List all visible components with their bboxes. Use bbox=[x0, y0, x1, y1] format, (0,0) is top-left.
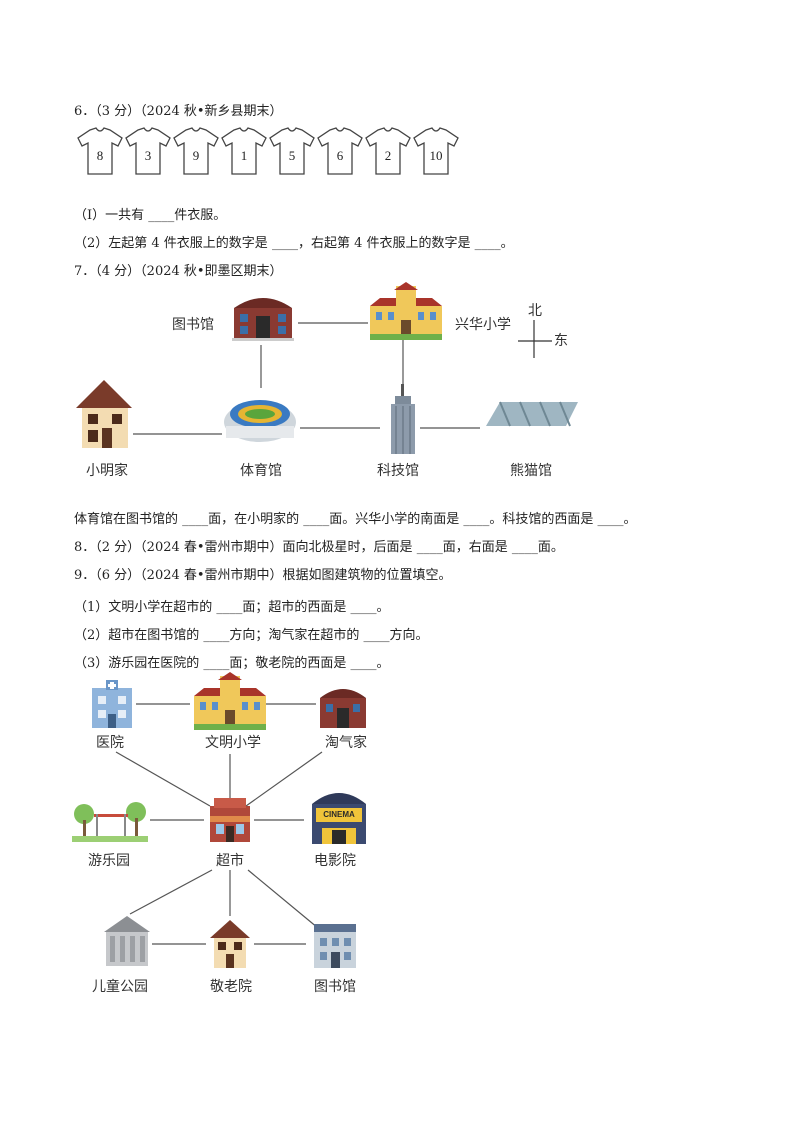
q6-line2: （2）左起第 4 件衣服上的数字是 ____，右起第 4 件衣服上的数字是 __… bbox=[74, 236, 514, 251]
shirt-icon bbox=[365, 127, 411, 175]
q6-header: 6．（3 分）（2024 秋•新乡县期末） bbox=[74, 104, 283, 119]
label-library-q9: 图书馆 bbox=[314, 979, 356, 995]
q7-header: 7．（4 分）（2024 秋•即墨区期末） bbox=[74, 264, 283, 279]
shirt-icon bbox=[269, 127, 315, 175]
shirt-number: 2 bbox=[384, 148, 392, 163]
q9-line1: （1）文明小学在超市的 ____面；超市的西面是 ____。 bbox=[74, 600, 390, 615]
label-amusement-park: 游乐园 bbox=[88, 853, 130, 869]
shirt-icon bbox=[77, 127, 123, 175]
shirt: 10 bbox=[412, 126, 460, 176]
q9-line3: （3）游乐园在医院的 ____面；敬老院的西面是 ____。 bbox=[74, 656, 390, 671]
shirt-number: 8 bbox=[96, 148, 104, 163]
shirt: 3 bbox=[124, 126, 172, 176]
q8-text: 8．（2 分）（2024 春•雷州市期中）面向北极星时，后面是 ____面，右面… bbox=[74, 540, 564, 555]
compass-north-label: 北 bbox=[528, 303, 542, 319]
label-cinema: 电影院 bbox=[314, 853, 356, 869]
shirt: 9 bbox=[172, 126, 220, 176]
label-taoqi-home: 淘气家 bbox=[325, 735, 367, 751]
cinema-sign: CINEMA bbox=[323, 810, 355, 819]
shirt: 1 bbox=[220, 126, 268, 176]
label-wenming-school: 文明小学 bbox=[205, 735, 261, 751]
label-supermarket: 超市 bbox=[216, 853, 244, 869]
shirt-number: 5 bbox=[288, 148, 296, 163]
q7-question: 体育馆在图书馆的 ____面，在小明家的 ____面。兴华小学的南面是 ____… bbox=[74, 512, 637, 527]
shirt-icon bbox=[221, 127, 267, 175]
shirt-number: 1 bbox=[240, 148, 248, 163]
label-panda-hall: 熊猫馆 bbox=[510, 463, 552, 479]
shirt: 8 bbox=[76, 126, 124, 176]
shirt-icon bbox=[317, 127, 363, 175]
compass-east-label: 东 bbox=[554, 333, 568, 349]
label-library: 图书馆 bbox=[172, 317, 214, 333]
shirt: 2 bbox=[364, 126, 412, 176]
shirt: 5 bbox=[268, 126, 316, 176]
label-school: 兴华小学 bbox=[455, 317, 511, 333]
shirt: 6 bbox=[316, 126, 364, 176]
label-elderly-home: 敬老院 bbox=[210, 979, 252, 995]
shirt-number: 3 bbox=[144, 148, 152, 163]
q9-line2: （2）超市在图书馆的 ____方向；淘气家在超市的 ____方向。 bbox=[74, 628, 429, 643]
shirt-icon bbox=[125, 127, 171, 175]
shirt-number: 6 bbox=[336, 148, 344, 163]
label-hospital: 医院 bbox=[96, 735, 124, 751]
shirt-number: 10 bbox=[429, 148, 443, 163]
q6-line1: （I）一共有 ____件衣服。 bbox=[74, 208, 227, 223]
shirt-icon bbox=[173, 127, 219, 175]
q9-header: 9．（6 分）（2024 春•雷州市期中）根据如图建筑物的位置填空。 bbox=[74, 568, 452, 583]
shirt-icon bbox=[413, 127, 459, 175]
label-xiaoming-home: 小明家 bbox=[86, 463, 128, 479]
label-science-museum: 科技馆 bbox=[377, 463, 419, 479]
shirt-number: 9 bbox=[192, 148, 200, 163]
label-kids-park: 儿童公园 bbox=[92, 979, 148, 995]
label-gym: 体育馆 bbox=[240, 463, 282, 479]
q7-connector-lines bbox=[133, 320, 552, 435]
